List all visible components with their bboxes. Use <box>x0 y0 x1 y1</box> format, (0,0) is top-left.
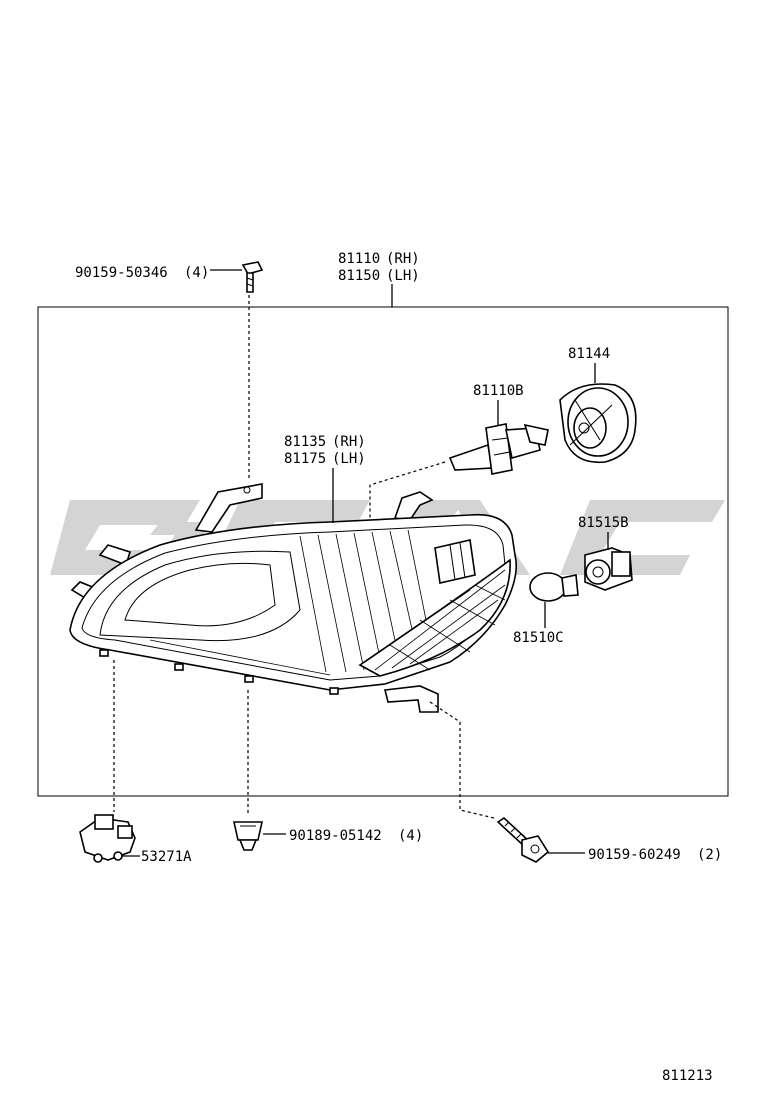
headlamp-housing <box>69 483 518 713</box>
screw-top-qty: (4) <box>184 265 209 281</box>
headlamp-assy-number-rh: 81110 <box>338 251 380 267</box>
clip-qty: (4) <box>398 828 423 844</box>
screw-top <box>241 261 264 293</box>
lens-number-rh: 81135 <box>284 434 326 450</box>
screw-top-number: 90159-50346 <box>75 265 168 281</box>
adjuster <box>79 814 136 863</box>
headlamp-bulb <box>448 423 549 475</box>
bulb-socket <box>584 547 633 591</box>
screw-bottom-qty: (2) <box>697 847 722 863</box>
adjuster-number: 53271A <box>141 849 192 865</box>
socket-number: 81515B <box>578 515 629 531</box>
bulb-number: 81110B <box>473 383 524 399</box>
screw-bottom-dash <box>429 701 495 819</box>
screw-bottom-number: 90159-60249 <box>588 847 681 863</box>
lens-side-lh: (LH) <box>332 451 366 467</box>
headlamp-assy-side-lh: (LH) <box>386 268 420 284</box>
cover-number: 81144 <box>568 346 610 362</box>
side-bulb-number: 81510C <box>513 630 564 646</box>
side-bulb <box>529 572 579 602</box>
clip <box>233 821 263 851</box>
bulb-dash <box>369 461 446 520</box>
lens-side-rh: (RH) <box>332 434 366 450</box>
lens-number-lh: 81175 <box>284 451 326 467</box>
figure-number: 811213 <box>662 1068 713 1084</box>
clip-number: 90189-05142 <box>289 828 382 844</box>
headlamp-assy-number-lh: 81150 <box>338 268 380 284</box>
headlamp-assy-side-rh: (RH) <box>386 251 420 267</box>
screw-bottom <box>496 816 550 863</box>
rear-cover <box>559 383 637 464</box>
assembly-boundary <box>37 306 729 797</box>
